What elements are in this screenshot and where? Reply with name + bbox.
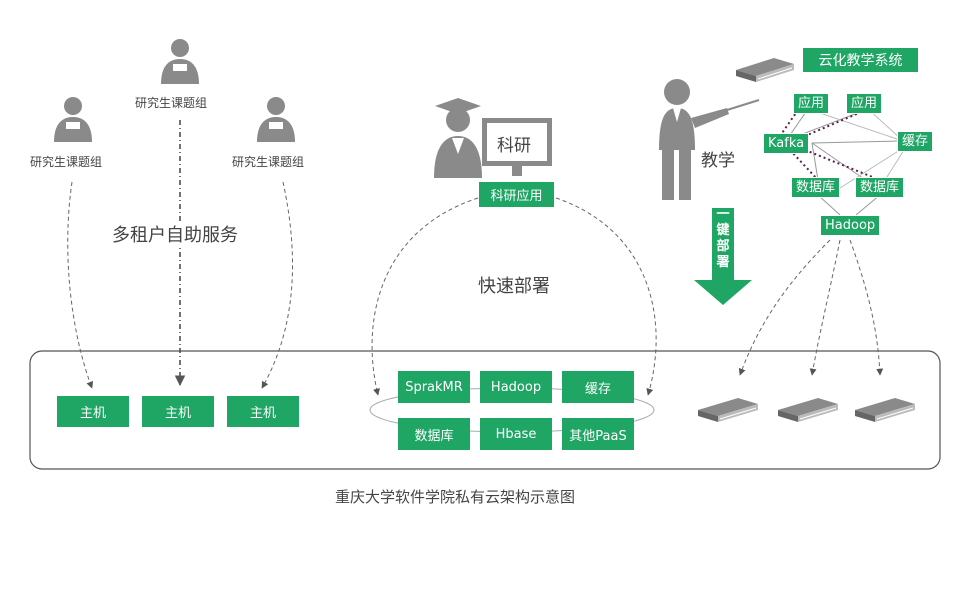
one-click-deploy-label: 一键部署: [716, 207, 730, 270]
arrow-hadoop-book2: [809, 239, 841, 376]
service-box-other-paas: 其他PaaS: [562, 418, 634, 450]
node-kafka: Kafka: [763, 133, 810, 154]
researcher-icon: [434, 98, 482, 178]
private-cloud-container: [29, 350, 941, 470]
node-app-2: 应用: [846, 93, 883, 114]
service-box-hbase: Hbase: [480, 418, 552, 450]
book-icon: [855, 398, 915, 422]
service-box-cache: 缓存: [562, 371, 634, 403]
down-arrow-icon: [694, 208, 752, 305]
node-database-2: 数据库: [855, 177, 905, 198]
arc-right-deploy: [555, 197, 657, 396]
service-box-hadoop: Hadoop: [480, 371, 552, 403]
node-hadoop: Hadoop: [820, 215, 881, 236]
service-box-database: 数据库: [398, 418, 470, 450]
person-icon: [161, 39, 199, 84]
group-label-right: 研究生课题组: [232, 155, 305, 169]
quick-deploy-label: 快速部署: [478, 276, 550, 297]
arrow-hadoop-book1: [738, 239, 831, 376]
arrow-left-group: [67, 181, 94, 389]
monitor-icon: [482, 118, 552, 176]
node-cache: 缓存: [897, 131, 934, 152]
node-database-1: 数据库: [791, 177, 841, 198]
multi-tenant-label: 多租户自助服务: [110, 221, 240, 247]
network-dotted-lines: [779, 109, 881, 181]
arc-left-deploy: [371, 197, 479, 396]
host-box-3: 主机: [227, 396, 299, 427]
arrow-hadoop-book3: [849, 239, 884, 376]
group-label-top: 研究生课题组: [135, 96, 208, 110]
host-box-2: 主机: [142, 396, 214, 427]
service-box-sprakmr: SprakMR: [398, 371, 470, 403]
book-icon: [736, 58, 794, 82]
node-app-1: 应用: [793, 93, 830, 114]
research-app-box: 科研应用: [479, 182, 554, 207]
person-icon: [54, 97, 92, 142]
diagram-caption: 重庆大学软件学院私有云架构示意图: [335, 488, 576, 506]
network-lines: [789, 108, 905, 216]
host-box-1: 主机: [57, 396, 129, 427]
cloud-teaching-system-box: 云化教学系统: [803, 48, 918, 72]
book-icon: [778, 398, 838, 422]
monitor-label: 科研: [497, 136, 531, 156]
person-icon: [257, 97, 295, 142]
arrow-right-group: [261, 181, 293, 389]
teaching-label: 教学: [701, 151, 735, 171]
book-icon: [698, 398, 758, 422]
group-label-left: 研究生课题组: [30, 155, 103, 169]
teacher-icon: [659, 79, 760, 200]
